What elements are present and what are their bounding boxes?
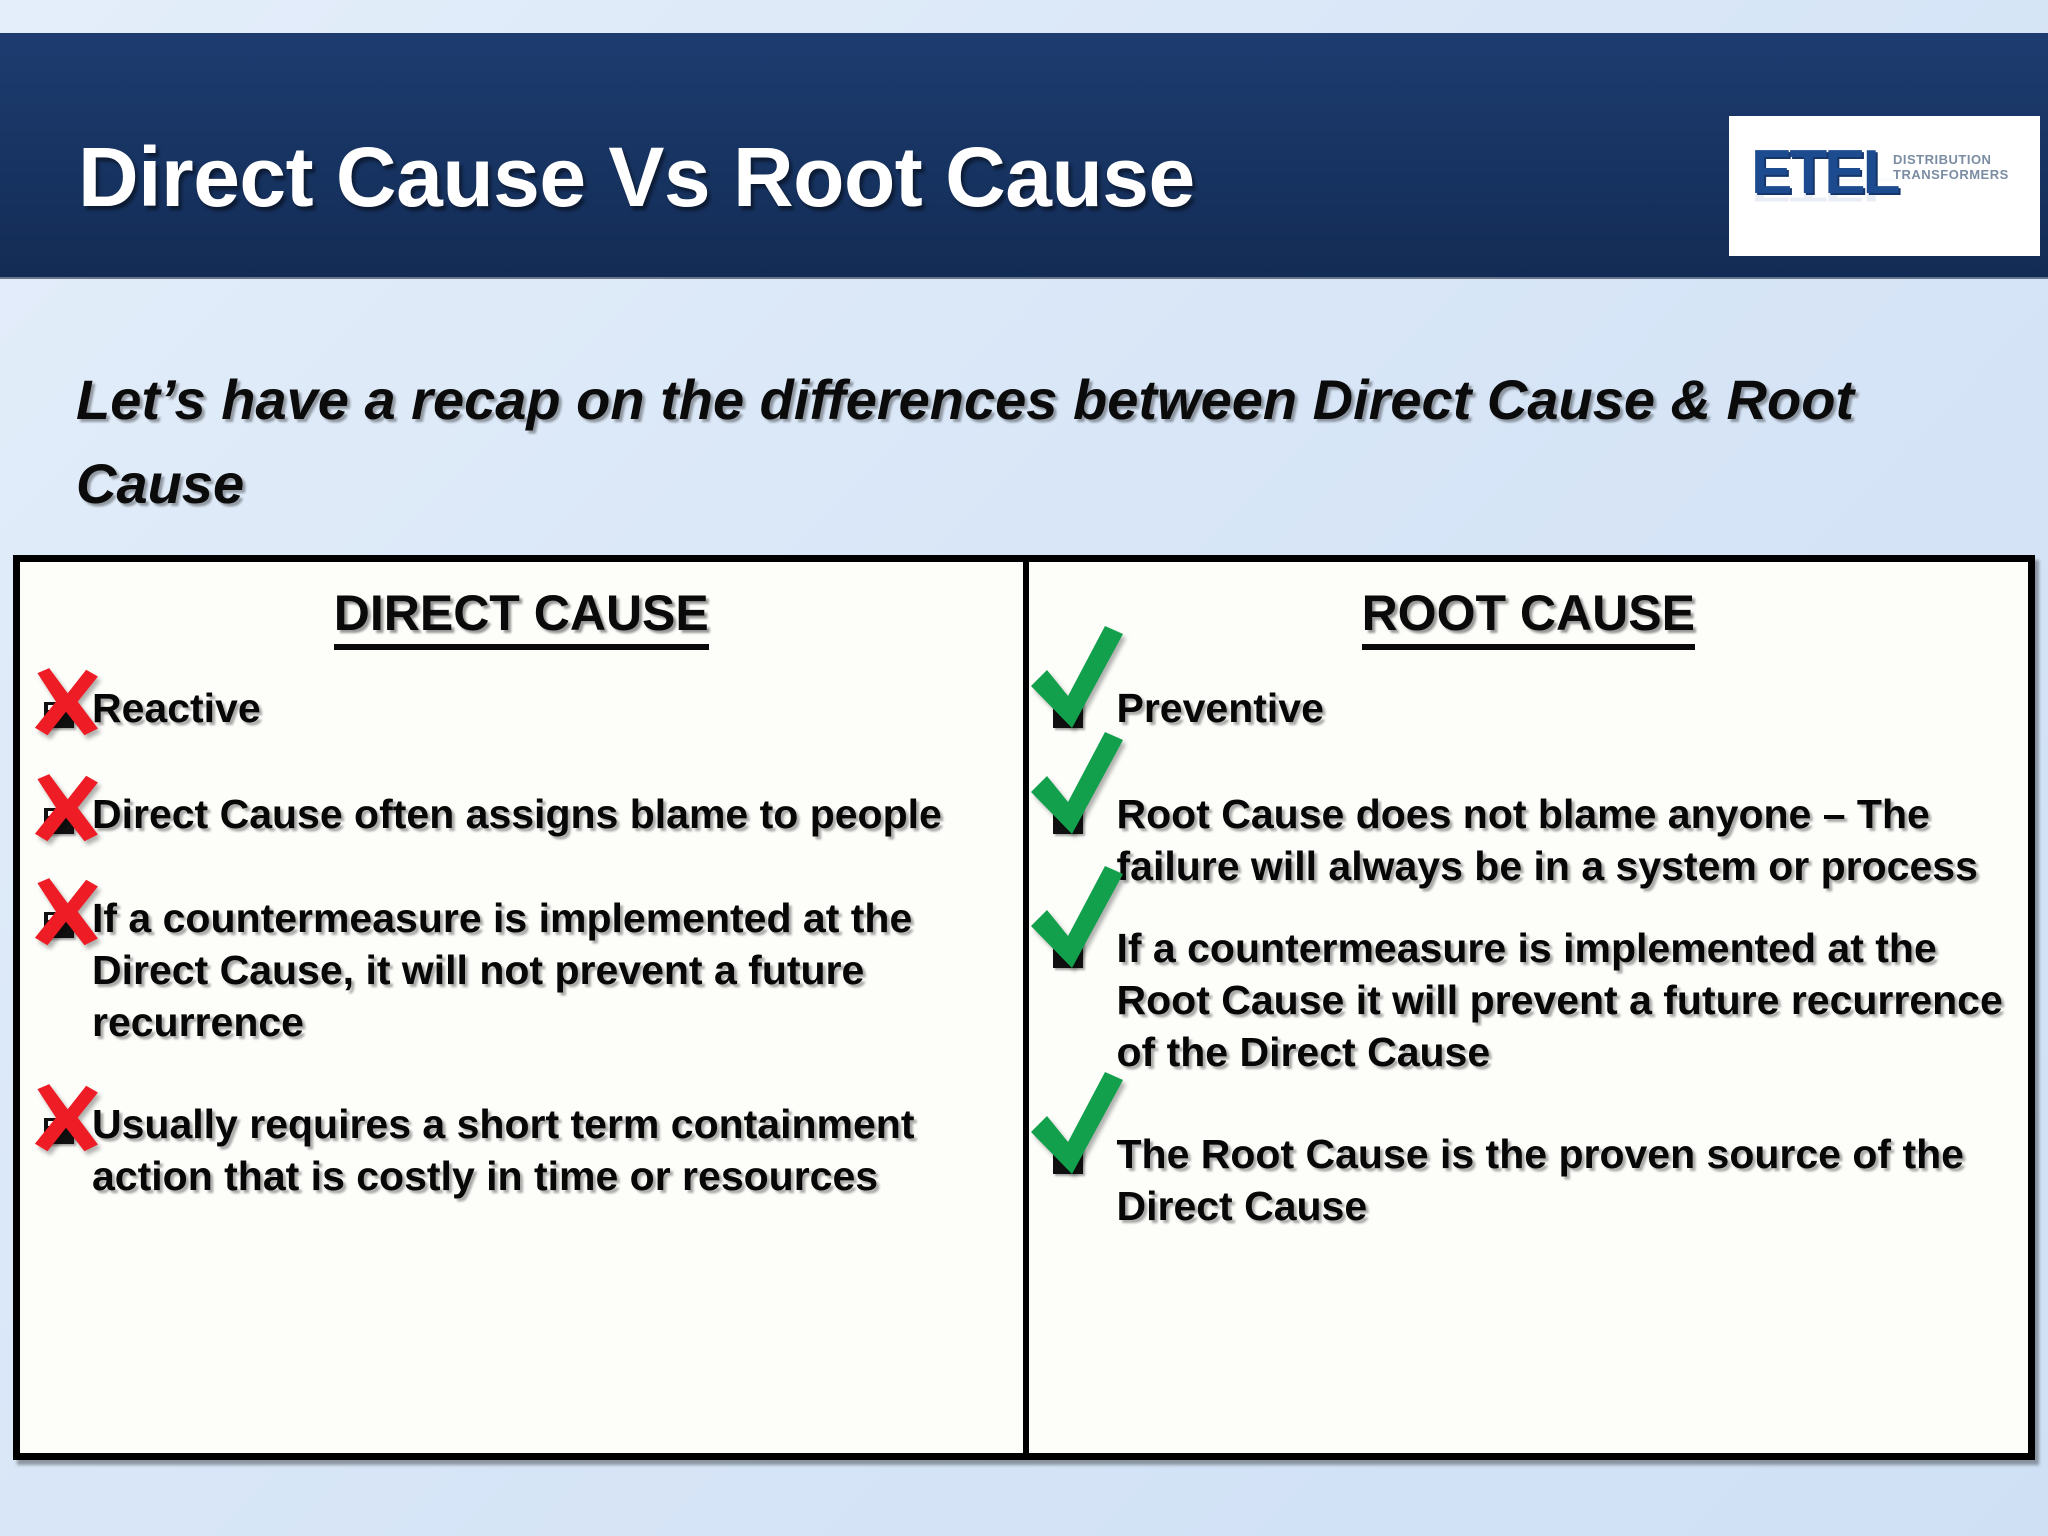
column-header-direct-cause-label: DIRECT CAUSE [333, 585, 709, 650]
logo-tagline-line2: TRANSFORMERS [1893, 167, 2009, 182]
list-item: Preventive [1029, 626, 2029, 736]
cross-mark-icon [30, 878, 98, 946]
etel-logo: ETEL ETEL DISTRIBUTION TRANSFORMERS [1729, 116, 2040, 256]
list-item: If a countermeasure is implemented at th… [1029, 866, 2029, 1078]
logo-tagline: DISTRIBUTION TRANSFORMERS [1893, 152, 2009, 182]
logo-inner: ETEL ETEL DISTRIBUTION TRANSFORMERS [1729, 116, 2040, 256]
comparison-table: DIRECT CAUSE Reactive [13, 555, 2035, 1460]
cross-mark-glyph [34, 1084, 98, 1152]
cross-mark-glyph [34, 878, 98, 946]
column-header-direct-cause: DIRECT CAUSE [20, 562, 1023, 650]
check-mark-icon [1030, 1072, 1123, 1182]
check-mark-glyph [1030, 732, 1123, 834]
list-item-label: Direct Cause often assigns blame to peop… [92, 791, 942, 837]
list-item-label: The Root Cause is the proven source of t… [1116, 1131, 1964, 1229]
logo-wordmark: ETEL [1751, 138, 1900, 207]
list-item: Direct Cause often assigns blame to peop… [20, 774, 1023, 842]
column-header-root-cause: ROOT CAUSE [1029, 562, 2029, 650]
column-direct-cause: DIRECT CAUSE Reactive [20, 562, 1029, 1453]
list-item: Usually requires a short term containmen… [20, 1084, 1023, 1202]
check-mark-glyph [1030, 1072, 1123, 1174]
list-item-label: If a countermeasure is implemented at th… [1116, 925, 2003, 1075]
cross-mark-glyph [34, 668, 98, 736]
check-mark-glyph [1030, 626, 1123, 728]
page-title: Direct Cause Vs Root Cause [78, 130, 1195, 224]
check-mark-icon [1030, 626, 1123, 736]
list-item: If a countermeasure is implemented at th… [20, 878, 1023, 1048]
cross-mark-icon [30, 668, 98, 736]
column-root-cause: ROOT CAUSE Preventive [1029, 562, 2029, 1453]
cross-mark-icon [30, 1084, 98, 1152]
logo-reflection: ETEL [1751, 170, 1898, 209]
list-item-label: Usually requires a short term containmen… [92, 1101, 915, 1199]
list-item-label: If a countermeasure is implemented at th… [92, 895, 913, 1045]
direct-cause-bullet-list: Reactive Direct Cause often assigns blam… [20, 668, 1023, 1202]
list-item: Reactive [20, 668, 1023, 736]
check-mark-glyph [1030, 866, 1123, 968]
list-item-label: Preventive [1116, 685, 1324, 731]
logo-tagline-line1: DISTRIBUTION [1893, 152, 1992, 167]
title-bar: Direct Cause Vs Root Cause ETEL ETEL DIS… [0, 33, 2048, 277]
root-cause-bullet-list: Preventive Root Cause does not blame any… [1029, 626, 2029, 1232]
list-item-label: Reactive [92, 685, 261, 731]
list-item-label: Root Cause does not blame anyone – The f… [1116, 791, 1978, 889]
slide-subtitle: Let’s have a recap on the differences be… [76, 368, 1855, 515]
cross-mark-icon [30, 774, 98, 842]
cross-mark-glyph [34, 774, 98, 842]
check-mark-icon [1030, 866, 1123, 976]
list-item: The Root Cause is the proven source of t… [1029, 1072, 2029, 1232]
list-item: Root Cause does not blame anyone – The f… [1029, 732, 2029, 892]
check-mark-icon [1030, 732, 1123, 842]
column-header-root-cause-label: ROOT CAUSE [1361, 585, 1695, 650]
